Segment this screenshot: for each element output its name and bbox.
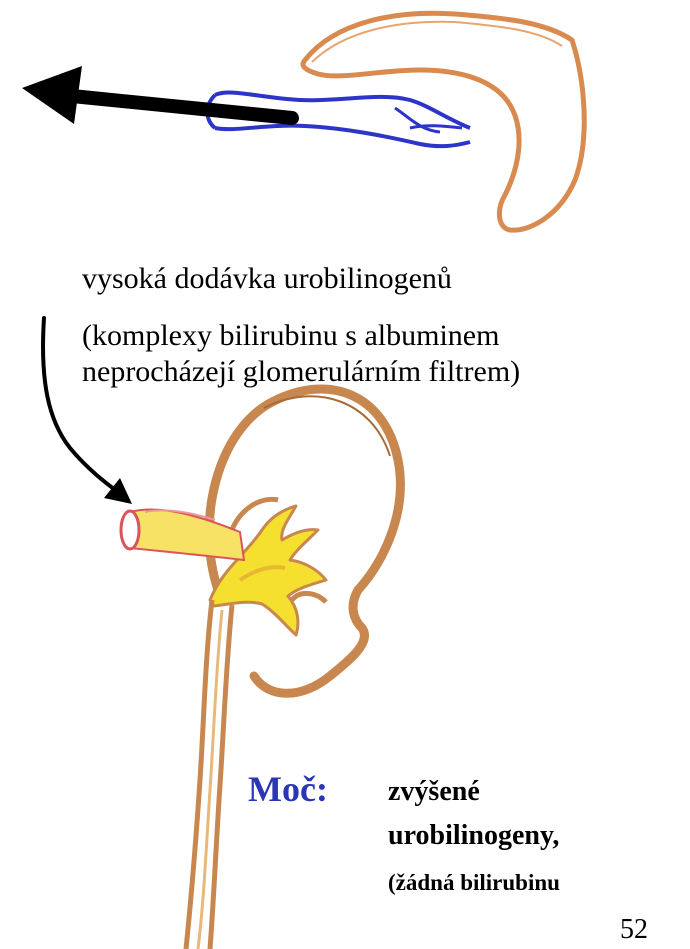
- urine-label: Moč:: [248, 768, 328, 810]
- urine-line1: zvýšené: [388, 776, 480, 808]
- renal-vessel: [121, 509, 244, 560]
- caption-urobilinogen-supply: vysoká dodávka urobilinogenů: [82, 262, 452, 296]
- urine-line2: urobilinogeny,: [388, 820, 559, 852]
- urine-line3: (žádná bilirubinu: [388, 870, 560, 896]
- page-number: 52: [620, 914, 648, 946]
- caption-albumin-note: (komplexy bilirubinu s albuminem neproch…: [82, 318, 520, 390]
- ureter: [186, 600, 232, 949]
- liver-organ: [303, 13, 584, 230]
- renal-pelvis: [210, 506, 326, 635]
- caption-albumin-note-line1: (komplexy bilirubinu s albuminem: [82, 318, 520, 354]
- caption-albumin-note-line2: neprocházejí glomerulárním filtrem): [82, 354, 520, 390]
